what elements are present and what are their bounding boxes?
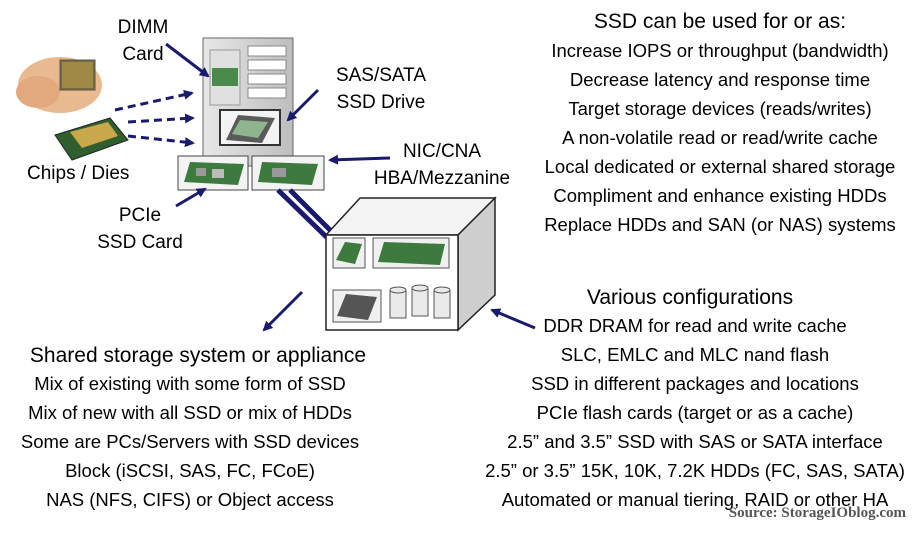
shared-item: Some are PCs/Servers with SSD devices: [20, 431, 360, 452]
shared-title: Shared storage system or appliance: [29, 344, 367, 367]
uses-item: A non-volatile read or read/write cache: [562, 127, 878, 148]
configs-item: PCIe flash cards (target or as a cache): [536, 402, 854, 423]
configs-title: Various configurations: [586, 286, 794, 309]
shared-item: Block (iSCSI, SAS, FC, FCoE): [65, 460, 315, 481]
uses-list: Increase IOPS or throughput (bandwidth) …: [520, 36, 920, 239]
storage-appliance-image: [324, 196, 497, 332]
uses-item: Local dedicated or external shared stora…: [544, 156, 896, 177]
uses-item: Compliment and enhance existing HDDs: [553, 185, 887, 206]
finger-chip-image: [16, 57, 102, 113]
flash-chip-image: [54, 117, 129, 161]
configs-item: SLC, EMLC and MLC nand flash: [560, 344, 830, 365]
label-arrows: [165, 42, 536, 332]
shared-item: NAS (NFS, CIFS) or Object access: [46, 489, 334, 510]
pcie-card-image: [177, 155, 249, 191]
uses-item: Replace HDDs and SAN (or NAS) systems: [544, 214, 896, 235]
source-credit: Source: StorageIOblog.com: [728, 505, 906, 521]
shared-list: Mix of existing with some form of SSD Mi…: [0, 369, 380, 514]
configs-item: 2.5” or 3.5” 15K, 10K, 7.2K HDDs (FC, SA…: [485, 460, 905, 481]
chip-to-server-arrows: [114, 89, 195, 148]
configs-item: 2.5” and 3.5” SSD with SAS or SATA inter…: [507, 431, 883, 452]
configs-item: SSD in different packages and locations: [531, 373, 859, 394]
chips-label: Chips / Dies: [27, 163, 130, 184]
uses-item: Increase IOPS or throughput (bandwidth): [551, 40, 889, 61]
server-tower-image: [202, 37, 294, 167]
nic-card-image: [251, 155, 325, 191]
shared-item: Mix of new with all SSD or mix of HDDs: [28, 402, 352, 423]
configs-list: DDR DRAM for read and write cache SLC, E…: [470, 311, 920, 514]
shared-item: Mix of existing with some form of SSD: [34, 373, 346, 394]
uses-item: Decrease latency and response time: [569, 69, 871, 90]
uses-item: Target storage devices (reads/writes): [568, 98, 872, 119]
configs-item: Automated or manual tiering, RAID or oth…: [501, 489, 889, 510]
configs-item: DDR DRAM for read and write cache: [543, 315, 847, 336]
uses-title: SSD can be used for or as:: [593, 10, 847, 33]
